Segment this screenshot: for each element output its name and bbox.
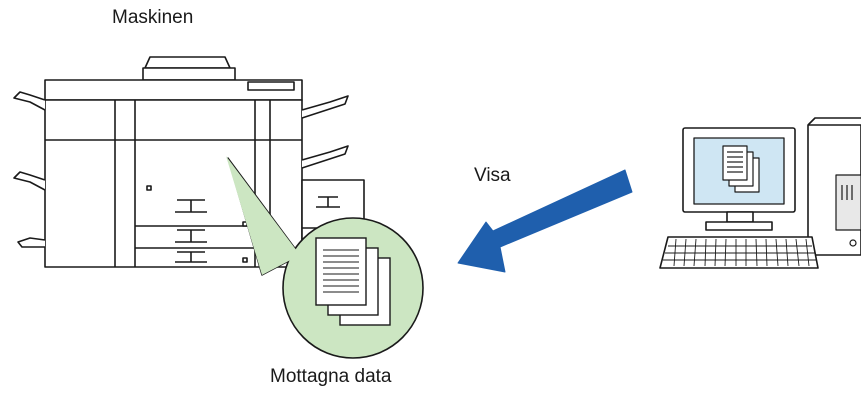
- received-data-callout: [226, 156, 424, 359]
- machine-label: Maskinen: [112, 7, 194, 28]
- send-arrow-icon: [457, 169, 633, 273]
- computer-icon: [659, 117, 861, 269]
- received-data-label: Mottagna data: [270, 366, 392, 387]
- send-label: Visa: [474, 165, 511, 186]
- documents-icon: [315, 237, 391, 326]
